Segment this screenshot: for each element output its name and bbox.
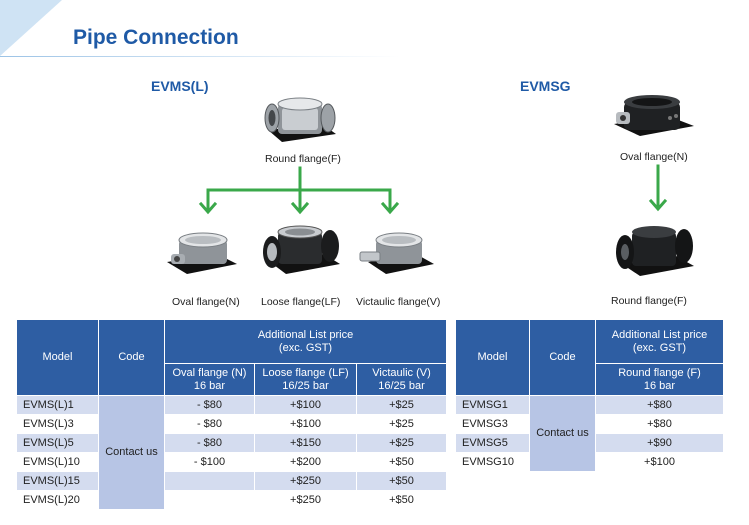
header-decoration xyxy=(0,0,62,56)
price-cell: +$50 xyxy=(355,490,448,510)
table-row: EVMS(L)10 - $100+$200+$50 xyxy=(16,452,448,472)
table-row: EVMS(L)20 +$250+$50 xyxy=(16,490,448,510)
arrowhead-evmsg xyxy=(648,198,668,212)
price-cell: +$80 xyxy=(595,395,724,415)
caption-round-flange: Round flange(F) xyxy=(265,153,341,165)
price-cell: +$25 xyxy=(355,395,448,415)
arrowhead-loose xyxy=(290,201,310,215)
header-code: Code xyxy=(529,319,596,396)
evmsg-round-flange-pump-icon xyxy=(614,222,696,280)
price-cell: +$50 xyxy=(355,452,448,472)
header-underline xyxy=(0,56,400,57)
price-cell: +$100 xyxy=(254,395,357,415)
price-table-evmsl: Model Code Additional List price (exc. G… xyxy=(16,319,448,510)
price-cell: - $80 xyxy=(164,414,255,434)
round-flange-pump-icon xyxy=(262,96,338,148)
price-cell: +$80 xyxy=(595,414,724,434)
price-cell: +$250 xyxy=(254,471,357,491)
model-cell: EVMSG1 xyxy=(455,395,530,415)
model-cell: EVMSG5 xyxy=(455,433,530,453)
price-cell: - $100 xyxy=(164,452,255,472)
subheader-oval-flange: Oval flange (N) 16 bar xyxy=(164,363,255,396)
section-title-evmsl: EVMS(L) xyxy=(151,78,209,94)
price-cell: +$50 xyxy=(355,471,448,491)
price-cell: +$25 xyxy=(355,414,448,434)
price-cell: +$25 xyxy=(355,433,448,453)
table-row: EVMS(L)5 - $80+$150+$25 xyxy=(16,433,448,453)
subheader-round-flange: Round flange (F) 16 bar xyxy=(595,363,724,396)
price-table-evmsg: Model Code Additional List price (exc. G… xyxy=(455,319,724,472)
price-cell xyxy=(164,471,255,491)
table-row: EVMS(L)3 - $80+$100+$25 xyxy=(16,414,448,434)
subheader-loose-flange: Loose flange (LF) 16/25 bar xyxy=(254,363,357,396)
model-cell: EVMS(L)5 xyxy=(16,433,99,453)
model-cell: EVMSG10 xyxy=(455,452,530,472)
page-title: Pipe Connection xyxy=(73,26,239,49)
table-row: EVMSG3 +$80 xyxy=(455,414,724,434)
price-cell xyxy=(164,490,255,510)
subheader-victaulic: Victaulic (V) 16/25 bar xyxy=(355,363,448,396)
price-cell: - $80 xyxy=(164,395,255,415)
header-code: Code xyxy=(98,319,165,396)
price-cell: +$150 xyxy=(254,433,357,453)
table-row: EVMSG10 +$100 xyxy=(455,452,724,472)
code-cell: Contact us xyxy=(529,395,596,472)
header-additional-price: Additional List price (exc. GST) xyxy=(163,319,448,364)
code-cell: Contact us xyxy=(98,395,165,510)
price-cell: +$250 xyxy=(254,490,357,510)
table-row: EVMS(L)15 +$250+$50 xyxy=(16,471,448,491)
caption-victaulic-flange: Victaulic flange(V) xyxy=(356,296,441,308)
oval-flange-pump-icon xyxy=(165,228,241,276)
model-cell: EVMS(L)20 xyxy=(16,490,99,510)
loose-flange-pump-icon xyxy=(260,222,342,278)
arrowhead-victaulic xyxy=(380,201,400,215)
header-model: Model xyxy=(16,319,99,396)
connection-arrows xyxy=(198,164,668,215)
evmsg-oval-flange-pump-icon xyxy=(610,94,696,146)
price-cell: +$100 xyxy=(254,414,357,434)
caption-oval-flange: Oval flange(N) xyxy=(172,296,240,308)
arrowhead-oval xyxy=(198,201,218,215)
header-additional-price: Additional List price (exc. GST) xyxy=(595,319,724,364)
model-cell: EVMS(L)3 xyxy=(16,414,99,434)
model-cell: EVMS(L)1 xyxy=(16,395,99,415)
section-title-evmsg: EVMSG xyxy=(520,78,571,94)
caption-loose-flange: Loose flange(LF) xyxy=(261,296,341,308)
caption-evmsg-oval-flange: Oval flange(N) xyxy=(620,151,688,163)
price-cell: +$100 xyxy=(595,452,724,472)
victaulic-flange-pump-icon xyxy=(358,228,438,276)
price-cell: +$90 xyxy=(595,433,724,453)
price-cell: +$200 xyxy=(254,452,357,472)
header-model: Model xyxy=(455,319,530,396)
price-cell: - $80 xyxy=(164,433,255,453)
model-cell: EVMS(L)10 xyxy=(16,452,99,472)
model-cell: EVMSG3 xyxy=(455,414,530,434)
model-cell: EVMS(L)15 xyxy=(16,471,99,491)
caption-evmsg-round-flange: Round flange(F) xyxy=(611,295,687,307)
